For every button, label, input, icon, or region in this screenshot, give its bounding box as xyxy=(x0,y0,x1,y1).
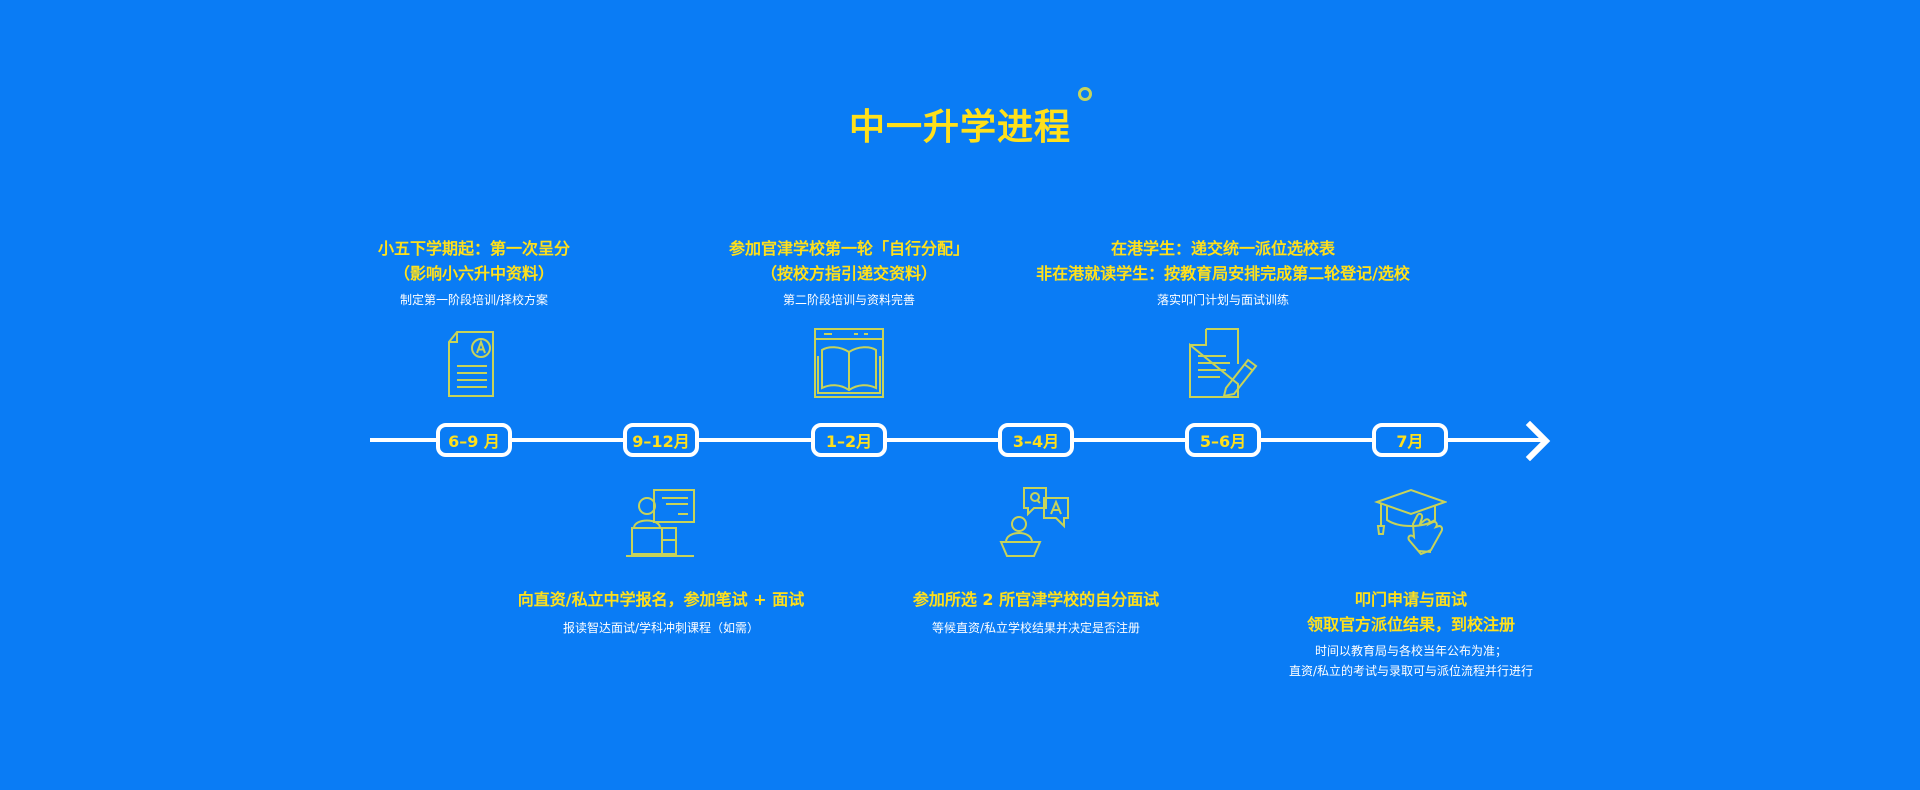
stage-1-note: 制定第一阶段培训/择校方案 xyxy=(399,293,549,307)
stage-5-text: 在港学生：递交统一派位选校表 非在港就读学生：按教育局安排完成第二轮登记/选校 … xyxy=(1036,236,1410,310)
stage-1-headline-2: （影响小六升中资料） xyxy=(393,264,555,283)
stage-3-headline-2: （按校方指引递交资料） xyxy=(760,264,938,283)
stage-3-period: 1–2月 xyxy=(811,423,887,457)
stage-2-text: 向直资/私立中学报名，参加笔试 + 面试 报读智达面试/学科冲刺课程（如需） xyxy=(518,587,804,638)
stage-3-headline-1: 参加官津学校第一轮「自行分配」 xyxy=(728,239,970,258)
stage-5-headline-1: 在港学生：递交统一派位选校表 xyxy=(1110,239,1336,258)
stage-6-headline-1: 叩门申请与面试 xyxy=(1354,590,1468,609)
qa-speaker-icon xyxy=(998,484,1072,558)
stage-4-period: 3–4月 xyxy=(998,423,1074,457)
stage-2-note: 报读智达面试/学科冲刺课程（如需） xyxy=(562,621,760,635)
timeline-arrow-icon xyxy=(1524,421,1552,461)
graduation-cap-click-icon xyxy=(1373,484,1447,558)
stage-3-text: 参加官津学校第一轮「自行分配」 （按校方指引递交资料） 第二阶段培训与资料完善 xyxy=(729,236,969,310)
stage-2-headline-1: 向直资/私立中学报名，参加笔试 + 面试 xyxy=(517,590,805,609)
exam-paper-icon xyxy=(437,326,511,400)
stage-6-period: 7月 xyxy=(1372,423,1448,457)
stage-1-text: 小五下学期起：第一次呈分 （影响小六升中资料） 制定第一阶段培训/择校方案 xyxy=(378,236,570,310)
open-book-icon xyxy=(812,326,886,400)
stage-1-headline-1: 小五下学期起：第一次呈分 xyxy=(377,239,571,258)
stage-5-note: 落实叩门计划与面试训练 xyxy=(1156,293,1290,307)
document-pen-icon xyxy=(1186,326,1260,400)
stage-6-note-2: 直资/私立的考试与录取可与派位流程并行进行 xyxy=(1288,664,1534,678)
stage-2-period: 9–12月 xyxy=(623,423,699,457)
stage-1-period: 6–9 月 xyxy=(436,423,512,457)
stage-6-note-1: 时间以教育局与各校当年公布为准； xyxy=(1314,644,1508,658)
stage-3-note: 第二阶段培训与资料完善 xyxy=(782,293,916,307)
decorative-ring-icon xyxy=(1078,87,1092,101)
stage-6-headline-2: 领取官方派位结果，到校注册 xyxy=(1306,615,1516,634)
interview-presentation-icon xyxy=(624,484,698,558)
stage-6-text: 叩门申请与面试 领取官方派位结果，到校注册 时间以教育局与各校当年公布为准； 直… xyxy=(1289,587,1533,681)
stage-5-period: 5–6月 xyxy=(1185,423,1261,457)
stage-5-headline-2: 非在港就读学生：按教育局安排完成第二轮登记/选校 xyxy=(1036,264,1410,283)
stage-4-headline-1: 参加所选 2 所官津学校的自分面试 xyxy=(912,590,1160,609)
timeline-line xyxy=(370,438,1542,442)
stage-4-note: 等候直资/私立学校结果并决定是否注册 xyxy=(931,621,1141,635)
page-title: 中一升学进程 xyxy=(848,107,1071,148)
stage-4-text: 参加所选 2 所官津学校的自分面试 等候直资/私立学校结果并决定是否注册 xyxy=(913,587,1159,638)
